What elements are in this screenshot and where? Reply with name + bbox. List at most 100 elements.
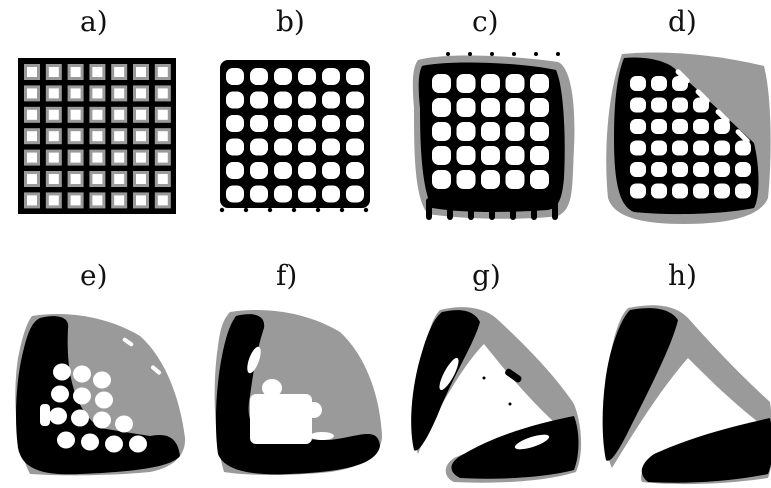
lattice-hole-inner	[136, 67, 146, 77]
lattice-hole-inner	[71, 88, 81, 98]
lattice-hole-inner	[71, 174, 81, 184]
lattice-hole	[714, 162, 730, 177]
lattice-hole	[630, 76, 646, 91]
lattice-hole-inner	[92, 131, 102, 141]
lattice-hole	[274, 68, 292, 85]
lattice-hole	[630, 184, 646, 199]
edge-dot	[534, 52, 538, 56]
lattice-hole	[250, 186, 268, 203]
lattice-hole	[672, 184, 688, 199]
slot	[40, 404, 50, 426]
lattice-hole-inner	[158, 88, 168, 98]
lattice-hole-inner	[92, 110, 102, 120]
lattice-hole	[322, 92, 340, 109]
lattice-hole	[115, 416, 133, 433]
lattice-hole	[630, 162, 646, 177]
panel-h-structure	[598, 302, 771, 486]
lattice-hole-inner	[27, 110, 37, 120]
lattice-hole	[672, 119, 688, 134]
lattice-hole	[693, 141, 709, 156]
lattice-hole	[53, 364, 71, 381]
panel-d-lattice	[604, 48, 771, 228]
lattice-hole-inner	[136, 174, 146, 184]
lattice-hole	[49, 408, 67, 425]
panel-a-lattice	[18, 58, 178, 218]
lattice-hole-inner	[71, 110, 81, 120]
lattice-hole	[322, 139, 340, 156]
edge-dot	[446, 52, 450, 56]
lattice-hole	[457, 170, 476, 189]
lattice-hole	[457, 74, 476, 93]
lattice-hole	[105, 436, 123, 453]
edge-dot	[316, 208, 320, 212]
lattice-hole	[346, 139, 364, 156]
lattice-hole-inner	[92, 195, 102, 205]
lattice-hole	[71, 410, 89, 427]
lattice-hole	[322, 115, 340, 132]
lattice-hole-inner	[71, 67, 81, 77]
lattice-hole	[630, 141, 646, 156]
edge-dot	[556, 52, 560, 56]
lattice-hole	[630, 119, 646, 134]
lattice-hole	[73, 388, 91, 405]
lattice-hole-inner	[114, 153, 124, 163]
lattice-hole	[298, 162, 316, 179]
lattice-hole	[298, 139, 316, 156]
lattice-hole	[714, 141, 730, 156]
lattice-hole	[481, 170, 500, 189]
lattice-hole-inner	[27, 195, 37, 205]
panel-g-structure	[404, 304, 584, 486]
lattice-hole	[672, 141, 688, 156]
lattice-hole	[250, 115, 268, 132]
lattice-hole	[250, 92, 268, 109]
lattice-hole-inner	[136, 131, 146, 141]
lattice-hole-inner	[49, 153, 59, 163]
lattice-hole-inner	[158, 174, 168, 184]
lattice-hole	[57, 432, 75, 449]
lattice-hole	[651, 141, 667, 156]
lattice-hole	[481, 146, 500, 165]
lattice-hole	[346, 186, 364, 203]
lattice-hole	[432, 98, 451, 117]
lattice-hole-inner	[114, 88, 124, 98]
lattice-hole-inner	[92, 88, 102, 98]
lattice-hole	[693, 119, 709, 134]
lattice-hole	[346, 92, 364, 109]
lattice-hole-inner	[71, 195, 81, 205]
lattice-hole	[322, 68, 340, 85]
lattice-hole-inner	[158, 110, 168, 120]
lattice-hole	[432, 122, 451, 141]
panel-label-c: c)	[472, 8, 499, 36]
panel-label-b: b)	[276, 8, 305, 36]
lattice-hole	[274, 162, 292, 179]
lattice-hole	[630, 98, 646, 113]
lattice-hole	[226, 68, 244, 85]
lattice-hole	[651, 119, 667, 134]
lattice-hole-inner	[27, 88, 37, 98]
lattice-hole	[506, 74, 525, 93]
lattice-hole	[274, 92, 292, 109]
edge-dot	[468, 52, 472, 56]
lattice-hole	[432, 74, 451, 93]
lattice-hole	[651, 184, 667, 199]
lattice-hole	[530, 146, 549, 165]
lattice-hole-inner	[92, 174, 102, 184]
lattice-hole	[506, 170, 525, 189]
lattice-hole	[346, 68, 364, 85]
lattice-hole-inner	[71, 153, 81, 163]
lattice-hole-inner	[136, 195, 146, 205]
edge-dot	[340, 208, 344, 212]
lattice-hole	[81, 434, 99, 451]
panel-label-a: a)	[80, 8, 108, 36]
panel-label-e: e)	[80, 262, 108, 290]
panel-label-h: h)	[668, 262, 697, 290]
drip	[426, 198, 432, 220]
lattice-hole-inner	[71, 131, 81, 141]
lattice-hole-inner	[27, 131, 37, 141]
edge-dot	[220, 208, 224, 212]
drip	[447, 198, 453, 220]
lattice-hole-inner	[114, 67, 124, 77]
lattice-hole	[274, 186, 292, 203]
lattice-hole	[735, 184, 751, 199]
lattice-hole-inner	[49, 131, 59, 141]
